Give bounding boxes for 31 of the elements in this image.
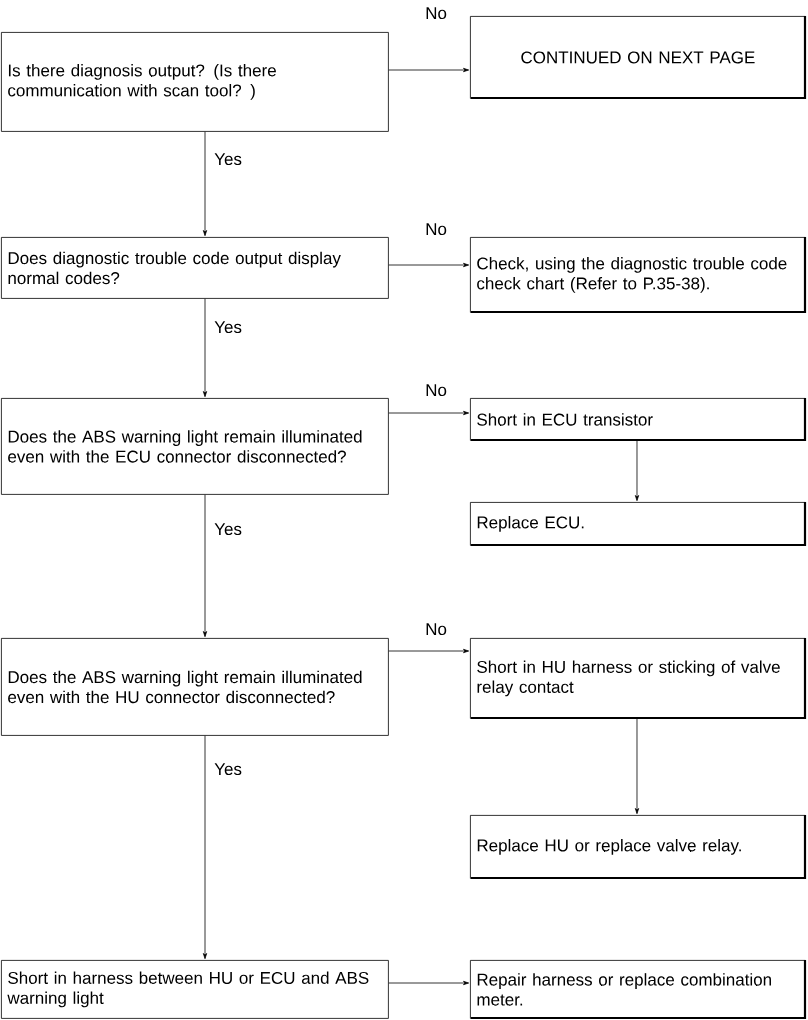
edge-label: Yes — [213, 320, 243, 335]
arrow — [202, 298, 208, 398]
edge-label: Yes — [213, 522, 243, 537]
process-box: CONTINUED ON NEXT PAGE — [470, 16, 807, 100]
process-box: Repair harness or replace combination meter. — [470, 960, 807, 1020]
edge-label: Yes — [213, 762, 243, 777]
arrow — [388, 262, 470, 268]
edge-label: No — [424, 383, 448, 398]
process-box: Is there diagnosis output? (Is there communication with scan tool? ) — [1, 32, 389, 132]
process-box: Replace ECU. — [470, 502, 807, 547]
edge-label: No — [424, 222, 448, 237]
arrow — [634, 718, 640, 815]
process-box: Short in harness between HU or ECU and ABS warning light — [1, 960, 389, 1019]
arrow — [388, 410, 470, 416]
process-box: Replace HU or replace valve relay. — [470, 815, 807, 880]
arrow — [388, 980, 470, 986]
edge-label: No — [424, 622, 448, 637]
arrow — [388, 648, 470, 654]
edge-label: No — [424, 6, 448, 21]
process-box: Short in HU harness or sticking of valve relay contact — [470, 638, 807, 720]
process-box: Check, using the diagnostic trouble code check chart (Refer to P.35-38). — [470, 237, 807, 314]
process-box: Does the ABS warning light remain illuminated even with the HU connector disconnected? — [1, 638, 389, 736]
process-box: Does the ABS warning light remain illuminated even with the ECU connector disconnected? — [1, 398, 389, 495]
process-box: Short in ECU transistor — [470, 398, 807, 442]
arrow — [202, 494, 208, 638]
arrow — [634, 440, 640, 502]
process-box: Does diagnostic trouble code output display normal codes? — [1, 237, 389, 299]
arrow — [202, 131, 208, 237]
edge-label: Yes — [213, 152, 243, 167]
arrow — [388, 67, 470, 73]
arrow — [202, 735, 208, 960]
